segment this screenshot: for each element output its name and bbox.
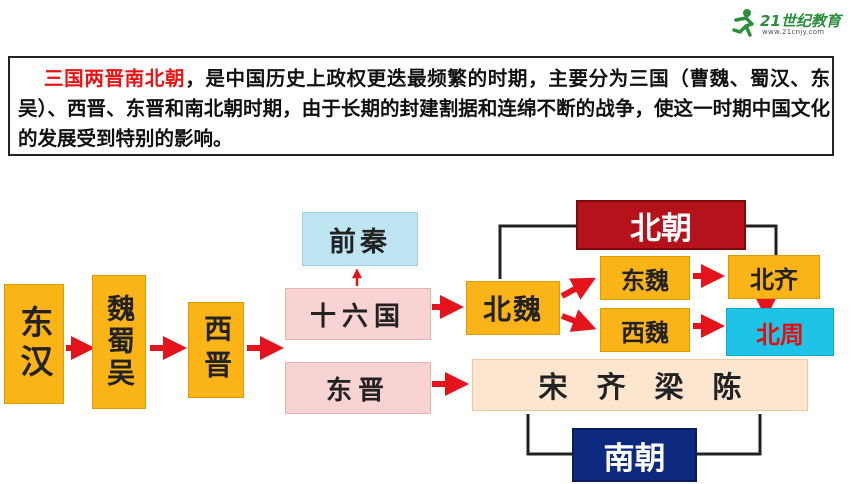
node-songqiliangchen: 宋 齐 梁 陈 bbox=[472, 359, 808, 411]
node-xijin-label: 西晋 bbox=[200, 314, 234, 386]
node-nanchao: 南朝 bbox=[572, 428, 697, 482]
node-dongwei-label: 东魏 bbox=[621, 265, 669, 295]
node-dongwei: 东魏 bbox=[600, 256, 690, 300]
beichao-bracket-right bbox=[746, 224, 778, 257]
node-weishuwu: 魏蜀吴 bbox=[92, 275, 146, 409]
arrow-beiwei-xiwei bbox=[560, 309, 597, 332]
node-nanchao-label: 南朝 bbox=[603, 440, 666, 477]
node-xiwei: 西魏 bbox=[600, 308, 690, 352]
node-qianqin-label: 前秦 bbox=[329, 226, 391, 258]
node-beiwei-label: 北魏 bbox=[482, 293, 543, 326]
node-songqiliangchen-label: 宋 齐 梁 陈 bbox=[538, 370, 742, 404]
node-qianqin: 前秦 bbox=[302, 212, 418, 266]
node-xiwei-label: 西魏 bbox=[621, 317, 669, 347]
node-beizhou-label: 北周 bbox=[756, 319, 804, 349]
node-shiliuguo-label: 十六国 bbox=[309, 301, 406, 332]
logo-brand: 21世纪教育 bbox=[760, 12, 841, 30]
intro-text: ，是中国历史上政权更迭最频繁的时期，主要分为三国（曹魏、蜀汉、东吴）、西晋、东晋… bbox=[18, 67, 830, 150]
node-weishuwu-label: 魏蜀吴 bbox=[103, 294, 137, 390]
node-beichao: 北朝 bbox=[576, 200, 746, 250]
intro-highlight: 三国两晋南北朝 bbox=[44, 67, 186, 90]
intro-text-box: 三国两晋南北朝，是中国历史上政权更迭最频繁的时期，主要分为三国（曹魏、蜀汉、东吴… bbox=[8, 56, 834, 156]
site-logo: 21世纪教育 www.21cnjy.com bbox=[732, 8, 850, 40]
node-dongjin: 东晋 bbox=[285, 362, 431, 414]
node-dongjin-label: 东晋 bbox=[325, 375, 390, 406]
nanchao-bracket-right bbox=[697, 414, 762, 456]
node-xijin: 西晋 bbox=[188, 302, 244, 398]
node-beiqi-label: 北齐 bbox=[750, 264, 798, 294]
node-donghan-label: 东汉 bbox=[14, 305, 54, 383]
node-shiliuguo: 十六国 bbox=[285, 288, 431, 340]
beichao-bracket bbox=[498, 224, 576, 279]
nanchao-bracket bbox=[526, 414, 572, 456]
node-beizhou: 北周 bbox=[726, 308, 834, 356]
node-beiwei: 北魏 bbox=[466, 281, 560, 335]
logo-url: www.21cnjy.com bbox=[762, 28, 825, 36]
arrow-beiwei-dongwei bbox=[560, 277, 596, 300]
node-beiqi: 北齐 bbox=[728, 255, 820, 299]
runner-icon bbox=[732, 9, 754, 37]
intro-paragraph: 三国两晋南北朝，是中国历史上政权更迭最频繁的时期，主要分为三国（曹魏、蜀汉、东吴… bbox=[18, 64, 830, 154]
node-donghan: 东汉 bbox=[4, 284, 64, 404]
node-beichao-label: 北朝 bbox=[630, 210, 692, 247]
